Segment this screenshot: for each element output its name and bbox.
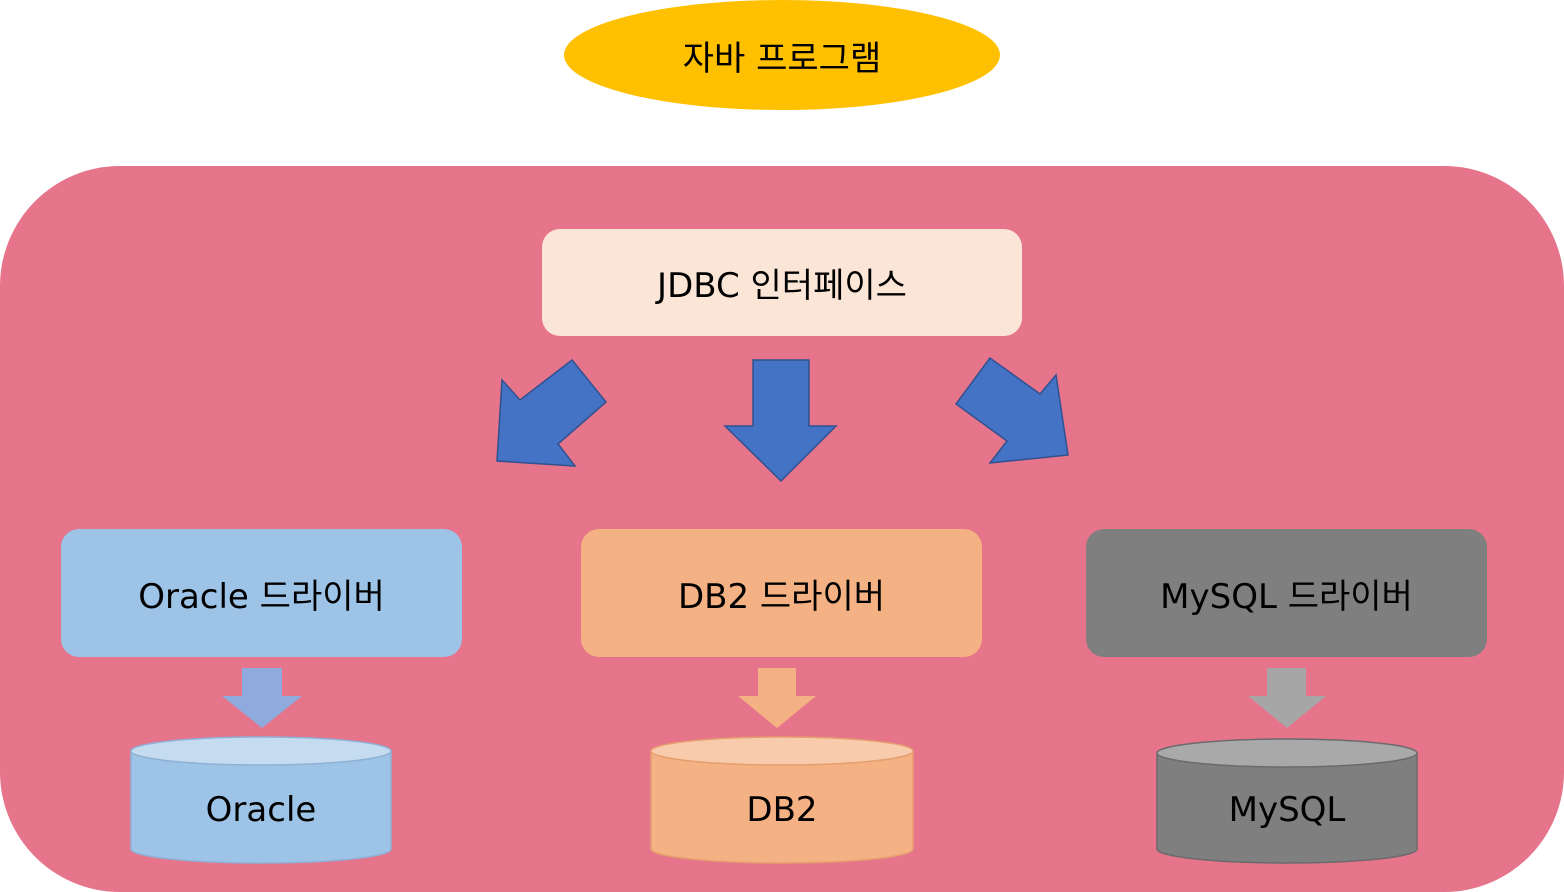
arrow-oracle-driver-to-db: [222, 668, 302, 728]
jdbc-interface-label: JDBC 인터페이스: [657, 266, 907, 306]
mysql-driver-box: MySQL 드라이버: [1086, 529, 1487, 657]
arrow-to-oracle-driver: [496, 358, 608, 467]
jdbc-interface-box: JDBC 인터페이스: [542, 229, 1022, 336]
db2-database-cylinder: [650, 736, 914, 864]
arrow-mysql-driver-to-db: [1248, 668, 1326, 728]
oracle-database-label: Oracle: [205, 790, 317, 830]
oracle-driver-label: Oracle 드라이버: [138, 576, 385, 617]
java-program-label: 자바 프로그램: [682, 38, 882, 79]
mysql-database-label: MySQL: [1228, 790, 1346, 830]
mysql-driver-label: MySQL 드라이버: [1160, 576, 1413, 617]
arrow-to-db2-driver: [723, 359, 838, 483]
oracle-database-cylinder: [130, 736, 392, 864]
db2-database-label: DB2: [746, 790, 818, 830]
arrow-db2-driver-to-db: [738, 668, 816, 728]
java-program-ellipse: [564, 0, 1000, 110]
arrow-to-mysql-driver: [954, 356, 1069, 464]
db2-driver-box: DB2 드라이버: [581, 529, 982, 657]
oracle-driver-box: Oracle 드라이버: [61, 529, 462, 657]
db2-driver-label: DB2 드라이버: [677, 576, 886, 617]
mysql-database-cylinder: [1156, 738, 1418, 864]
